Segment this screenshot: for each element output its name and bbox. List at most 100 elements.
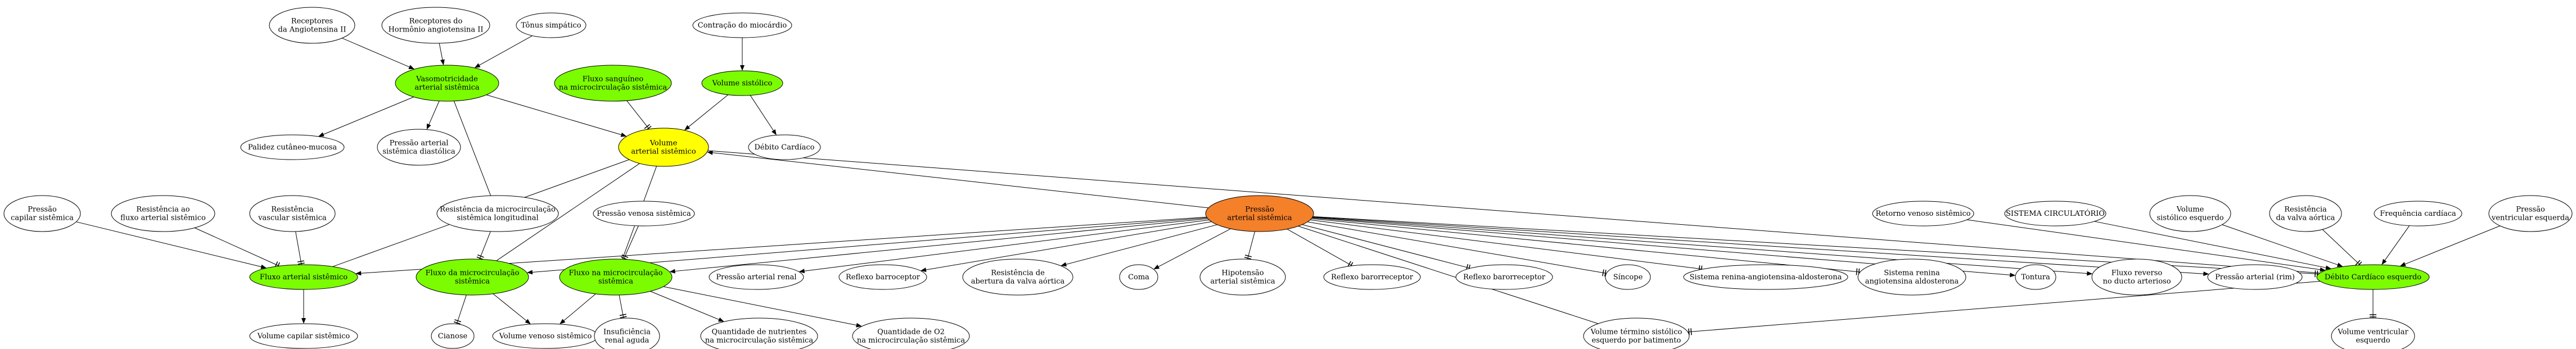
node-pa-renal: Pressão arterial renal: [709, 264, 804, 290]
node-label: Resistência: [2284, 206, 2327, 214]
node-label: Resistência de: [991, 269, 1045, 278]
node-label: Fluxo da microcirculação: [426, 269, 520, 278]
edge-pas-to-fluxo-rev: [1312, 217, 2093, 276]
node-vol-ven: Volume venoso sistêmico: [492, 323, 599, 349]
edge-line: [1312, 217, 2088, 274]
arrowhead: [920, 268, 927, 272]
edge-vol-sist-to-vol-art: [684, 94, 729, 130]
edge-fluxo-na-micro-to-insuf: [619, 294, 627, 319]
arrowhead: [856, 323, 862, 328]
node-shape: [554, 65, 672, 102]
edge-res-vasc-to-fluxo-art: [295, 231, 305, 265]
node-label: Resistência: [271, 206, 314, 214]
arrowhead: [2203, 271, 2209, 277]
arrowhead: [740, 65, 745, 71]
node-label: da Angiotensina II: [278, 26, 346, 34]
tee-mark: [453, 321, 461, 325]
node-palidez: Palidez cutâneo-mucosa: [240, 134, 345, 160]
tee-mark: [1244, 257, 1251, 260]
edge-vasomot-to-palidez: [318, 97, 414, 137]
node-label: Reflexo barorreceptor: [1331, 273, 1414, 282]
node-shape: [377, 129, 461, 166]
node-label: Pressão: [2516, 206, 2545, 214]
node-shape: [249, 195, 336, 232]
edge-line: [295, 231, 302, 265]
arrowhead: [2325, 265, 2332, 270]
arrowhead: [301, 318, 306, 324]
node-label: Débito Cardíaco esquerdo: [2325, 273, 2421, 282]
edge-line: [674, 218, 1208, 272]
tee-mark: [620, 316, 627, 319]
edge-vol-sist-to-debito: [750, 95, 777, 135]
node-label: Quantidade de nutrientes: [712, 328, 807, 337]
edge-fluxo-micro-to-vol-ven: [493, 293, 531, 324]
node-label: Receptores do: [409, 17, 463, 26]
node-label: Retorno venoso sistêmico: [1876, 210, 1971, 218]
node-label: Sistema renina: [1884, 269, 1940, 278]
edge-line: [1158, 228, 1231, 268]
node-shape: [269, 7, 355, 44]
node-shape: [2488, 195, 2573, 232]
node-shape: [2331, 318, 2415, 349]
node-shape: [436, 195, 559, 232]
edge-fluxo-na-micro-to-o2: [663, 286, 862, 328]
node-shape: [1119, 264, 1158, 290]
edge-vasomot-to-res-micro: [453, 101, 491, 196]
node-debito-esq: Débito Cardíaco esquerdo: [2316, 264, 2430, 290]
node-label: Volume: [649, 139, 678, 148]
node-shape: [593, 201, 695, 226]
node-shape: [852, 318, 970, 349]
node-shape: [2207, 264, 2303, 290]
node-label: Reflexo barorreceptor: [1463, 273, 1546, 282]
tee-mark: [644, 124, 651, 129]
edge-line: [707, 150, 2320, 274]
edge-line: [804, 219, 1210, 271]
node-label: sistêmica diastólica: [382, 148, 455, 156]
edge-pas-to-sincope: [1307, 221, 1607, 277]
edge-line: [323, 97, 414, 135]
arrowhead: [440, 59, 445, 66]
edge-line: [650, 291, 720, 320]
edge-line: [342, 38, 410, 68]
node-vol-cap: Volume capilar sistêmico: [249, 323, 358, 349]
edge-line: [619, 294, 624, 319]
node-contracao: Contração do miocárdio: [692, 12, 792, 38]
node-label: Volume: [2176, 206, 2204, 214]
arrowhead: [426, 123, 431, 130]
edge-line: [563, 293, 596, 321]
node-shape: [111, 195, 215, 232]
node-pa-rim: Pressão arterial (rim): [2207, 264, 2303, 290]
node-label: SISTEMA CIRCULATÓRIO: [2006, 209, 2105, 218]
node-shape: [249, 264, 358, 290]
arrowhead: [1061, 262, 1067, 267]
node-label: Insuficiência: [603, 328, 651, 337]
arrowhead: [772, 129, 777, 135]
node-shape: [249, 323, 358, 349]
node-shape: [838, 264, 927, 290]
edge-layer: [76, 35, 2501, 336]
edge-debito-esq-to-vol-vent: [2370, 289, 2376, 318]
edge-line: [486, 94, 622, 135]
node-freq: Frequência cardíaca: [2374, 201, 2462, 226]
node-label: Pressão: [28, 206, 57, 214]
node-label: Cianose: [438, 332, 468, 341]
node-shape: [748, 134, 821, 160]
edge-fluxo-sang-to-vol-art: [626, 100, 652, 131]
node-label: na microcirculação sistêmica: [705, 337, 813, 345]
node-label: Pressão arterial: [390, 139, 449, 148]
edge-pas-to-pa-renal: [798, 219, 1210, 274]
node-shape: [962, 259, 1073, 296]
edge-line: [1310, 219, 1703, 270]
node-label: Síncope: [1613, 273, 1643, 282]
edge-pas-to-fluxo-na-micro: [669, 218, 1208, 274]
edge-line: [1307, 221, 1607, 274]
node-label: vascular sistêmica: [258, 214, 327, 223]
node-shape: [2091, 259, 2182, 296]
node-reflexo-baro3: Reflexo barorreceptor: [1455, 264, 1553, 290]
tee-mark: [1244, 255, 1252, 257]
edge-line: [1688, 281, 2321, 333]
